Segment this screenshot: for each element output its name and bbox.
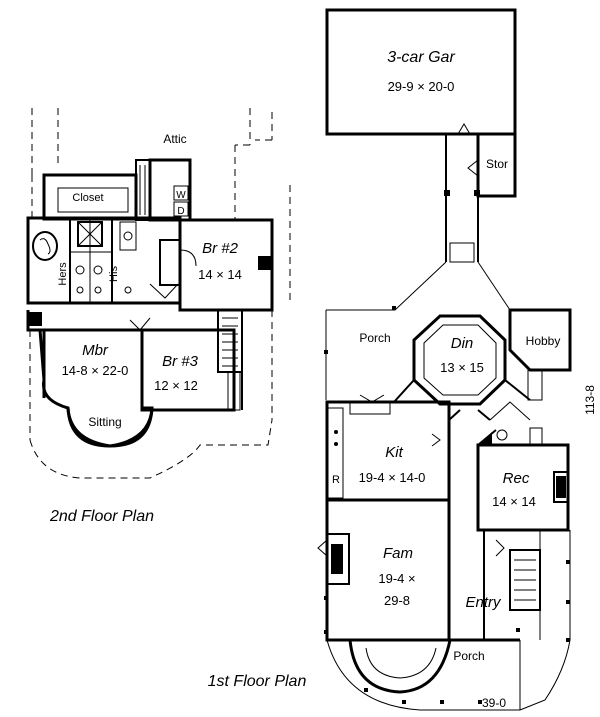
porch-bottom-label: Porch [453,649,484,663]
first-floor-title: 1st Floor Plan [208,673,307,690]
dryer-label: D [177,206,184,217]
fam-name: Fam [383,545,413,562]
hobby-label: Hobby [526,334,561,348]
refrigerator-label: R [332,474,340,486]
din-name: Din [451,335,474,352]
stor-label: Stor [486,157,508,171]
fam-size-line1: 19-4 × [378,571,415,586]
fam-size-line2: 29-8 [384,593,410,608]
hers-label: Hers [57,262,69,286]
attic-outline [29,108,291,479]
porch-top-label: Porch [359,331,390,345]
din-size: 13 × 15 [440,360,484,375]
garage-name: 3-car Gar [387,49,455,66]
depth-dimension: 113-8 [583,385,597,415]
br2-size: 14 × 14 [198,267,242,282]
second-floor-plan [26,108,291,479]
rec-size: 14 × 14 [492,494,536,509]
attic-label: Attic [163,132,186,146]
mbr-name: Mbr [82,342,109,359]
br2-name: Br #2 [202,240,239,257]
washer-label: W [176,190,186,201]
his-label: His [108,266,120,282]
second-floor-title: 2nd Floor Plan [49,508,154,525]
garage-size: 29-9 × 20-0 [388,79,455,94]
first-floor-plan [317,8,572,711]
kit-size: 19-4 × 14-0 [359,470,426,485]
br3-name: Br #3 [162,353,199,370]
rec-name: Rec [503,470,530,487]
entry-label: Entry [465,594,502,611]
mbr-size: 14-8 × 22-0 [62,363,129,378]
width-dimension: 39-0 [482,696,506,710]
kit-name: Kit [385,444,403,461]
sitting-label: Sitting [88,415,121,429]
br3-size: 12 × 12 [154,378,198,393]
closet-label: Closet [72,192,103,204]
